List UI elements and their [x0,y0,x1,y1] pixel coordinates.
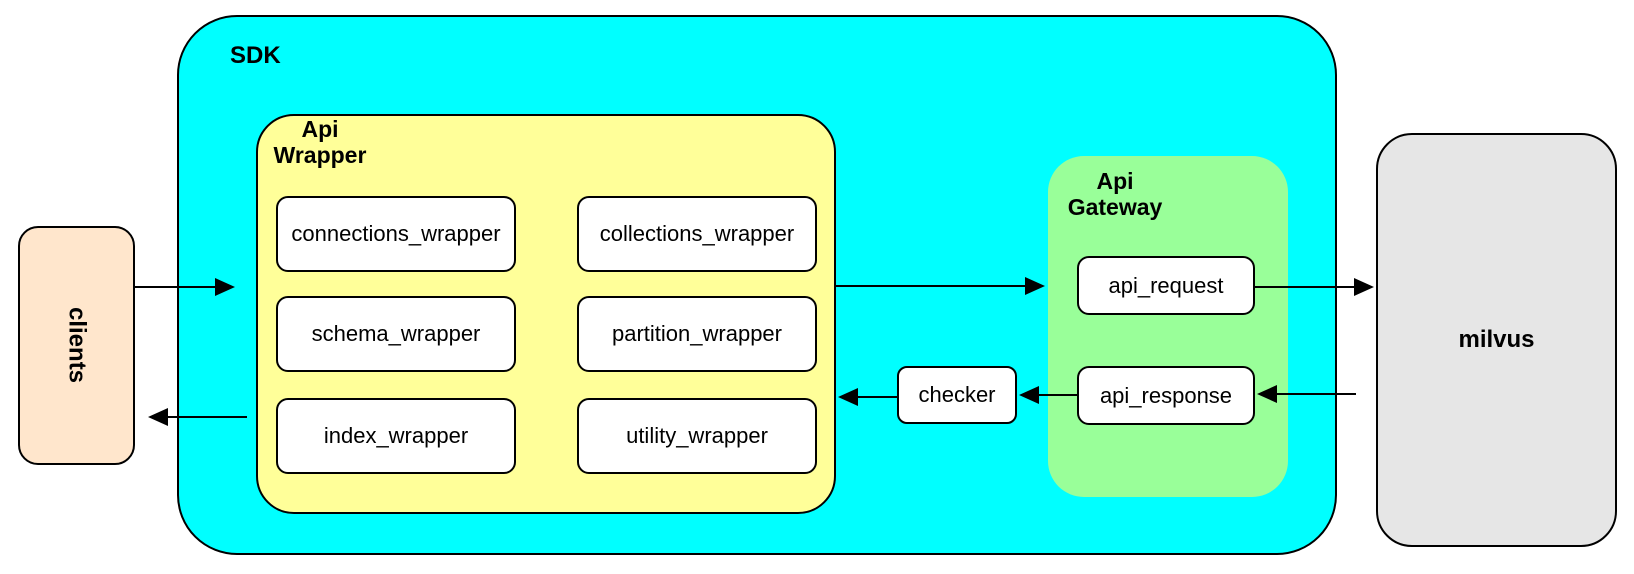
node-partition-wrapper: partition_wrapper [577,296,817,372]
node-api-request: api_request [1077,256,1255,315]
node-collections-wrapper-label: collections_wrapper [599,221,795,246]
node-index-wrapper: index_wrapper [276,398,516,474]
node-partition-wrapper-label: partition_wrapper [612,321,782,346]
node-milvus-label: milvus [1458,326,1535,353]
arrow-sdk-to-clients-head [148,408,168,426]
node-clients: clients [18,226,135,465]
node-checker: checker [897,366,1017,424]
arrow-request-to-milvus-line [1255,286,1356,288]
node-clients-label: clients [63,307,91,384]
arrow-milvus-to-response-head [1257,385,1277,403]
arrow-response-to-checker-line [1037,394,1077,396]
arrow-wrapper-to-gateway-head [1025,277,1045,295]
sdk-label: SDK [230,42,281,69]
api-wrapper-label: Api Wrapper [273,116,367,168]
node-utility-wrapper: utility_wrapper [577,398,817,474]
node-collections-wrapper: collections_wrapper [577,196,817,272]
node-api-response-label: api_response [1099,382,1233,408]
arrow-checker-to-wrapper-line [856,396,897,398]
arrow-milvus-to-response-line [1277,393,1356,395]
api-gateway-container [1048,156,1288,497]
node-milvus: milvus [1376,133,1617,547]
arrow-clients-to-sdk-line [135,286,217,288]
arrow-checker-to-wrapper-head [838,388,858,406]
arrow-clients-to-sdk-head [215,278,235,296]
api-gateway-label: Api Gateway [1067,168,1163,220]
arrow-sdk-to-clients-line [166,416,247,418]
node-index-wrapper-label: index_wrapper [323,423,469,448]
node-api-request-label: api_request [1108,272,1224,298]
arrow-request-to-milvus-head [1354,278,1374,296]
node-schema-wrapper-label: schema_wrapper [311,321,481,346]
node-connections-wrapper-label: connections_wrapper [291,221,501,246]
node-connections-wrapper: connections_wrapper [276,196,516,272]
arrow-wrapper-to-gateway-line [836,285,1027,287]
node-schema-wrapper: schema_wrapper [276,296,516,372]
arrow-response-to-checker-head [1019,386,1039,404]
node-api-response: api_response [1077,366,1255,425]
node-checker-label: checker [918,382,996,407]
node-utility-wrapper-label: utility_wrapper [626,423,768,448]
